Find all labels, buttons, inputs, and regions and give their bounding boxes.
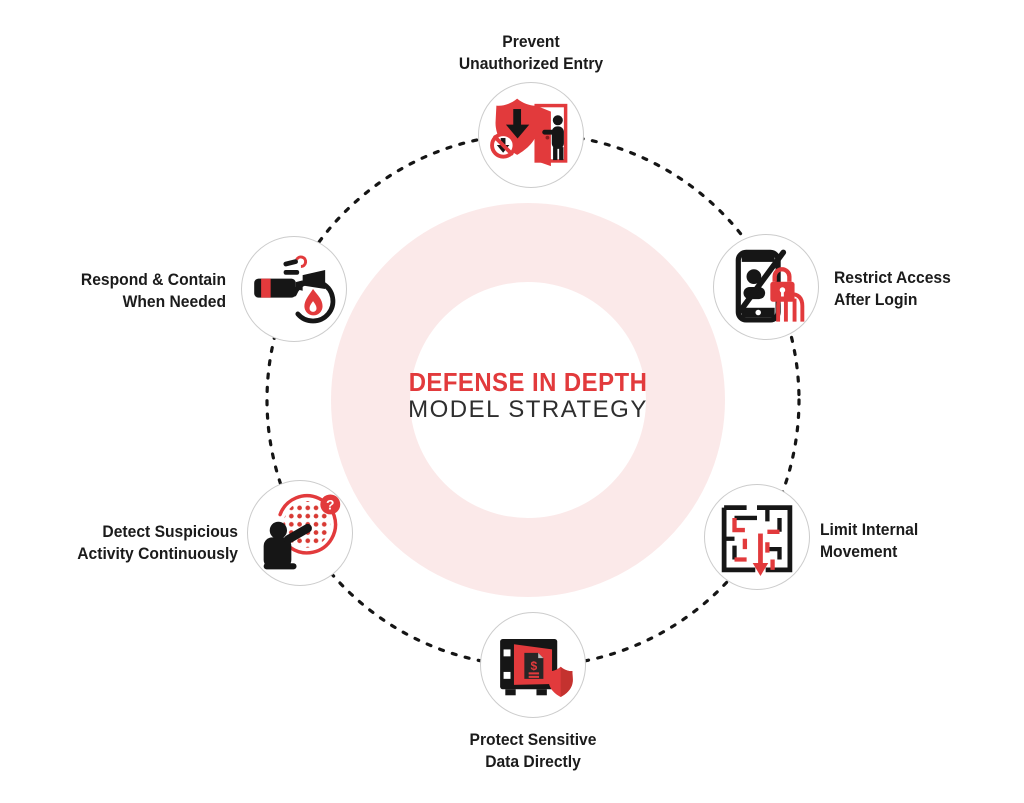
label-line: Restrict Access <box>834 268 951 287</box>
node-restrict-access-after-login <box>713 234 819 340</box>
extinguisher-flame-icon <box>254 255 336 324</box>
person-scan-question-icon: ? <box>263 494 341 570</box>
question-glyph: ? <box>326 497 334 513</box>
label-detect-suspicious-activity: Detect Suspicious Activity Continuously <box>19 521 238 565</box>
label-line: Prevent <box>502 32 560 51</box>
safe-document-shield-icon: $ <box>500 639 573 698</box>
label-line: Detect Suspicious <box>102 522 238 541</box>
dollar-glyph: $ <box>530 659 537 673</box>
label-respond-contain-when-needed: Respond & Contain When Needed <box>18 269 226 313</box>
shield-block-door-icon <box>490 98 568 167</box>
label-line: When Needed <box>122 292 226 311</box>
label-line: Limit Internal <box>820 520 919 539</box>
diagram-title: DEFENSE IN DEPTH <box>408 367 648 397</box>
node-detect-suspicious-activity: ? <box>247 480 353 586</box>
label-restrict-access-after-login: Restrict Access After Login <box>834 267 1000 311</box>
node-limit-internal-movement <box>704 484 810 590</box>
label-line: Protect Sensitive <box>469 730 597 749</box>
label-limit-internal-movement: Limit Internal Movement <box>820 519 986 563</box>
node-respond-contain-when-needed <box>241 236 347 342</box>
maze-arrow-icon <box>721 505 793 576</box>
label-protect-sensitive-data-directly: Protect Sensitive Data Directly <box>395 729 671 773</box>
center-title-block: DEFENSE IN DEPTH MODEL STRATEGY <box>328 367 728 424</box>
phone-lock-gate-icon <box>735 249 805 323</box>
label-line: Unauthorized Entry <box>458 54 604 73</box>
label-line: Respond & Contain <box>80 270 226 289</box>
node-protect-sensitive-data-directly: $ <box>480 612 586 718</box>
node-prevent-unauthorized-entry <box>478 82 584 188</box>
label-line: After Login <box>834 290 918 309</box>
label-line: Movement <box>820 542 898 561</box>
label-line: Activity Continuously <box>77 544 238 563</box>
diagram-subtitle: MODEL STRATEGY <box>408 396 648 423</box>
label-line: Data Directly <box>485 752 581 771</box>
label-prevent-unauthorized-entry: Prevent Unauthorized Entry <box>393 31 669 75</box>
